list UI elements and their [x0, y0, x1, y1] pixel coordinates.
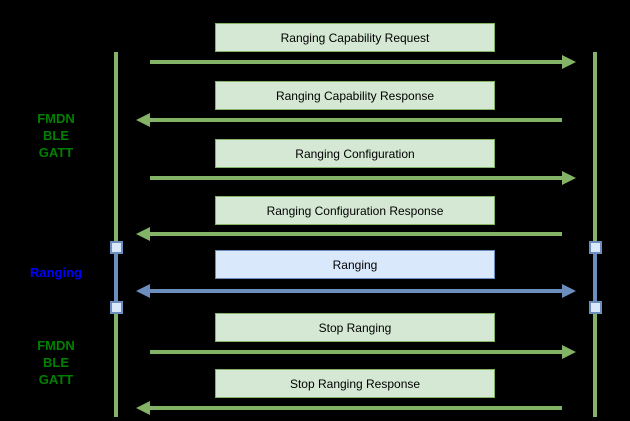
message-box-stop-ranging-response: Stop Ranging Response	[215, 369, 495, 398]
session-endpoint-marker	[589, 301, 602, 314]
phase-label-ranging: Ranging	[30, 265, 82, 280]
session-endpoint-marker	[110, 301, 123, 314]
session-endpoint-marker	[110, 241, 123, 254]
ranging-session-segment-left	[114, 247, 118, 307]
message-box-ranging-configuration: Ranging Configuration	[215, 139, 495, 168]
phase-label-fmdn-ble-gatt-top: FMDN BLE GATT	[37, 111, 75, 160]
message-box-stop-ranging: Stop Ranging	[215, 313, 495, 342]
lifeline-right	[593, 52, 597, 417]
arrow-right-icon	[150, 55, 576, 69]
ranging-session-segment-right	[593, 247, 597, 307]
arrow-left-icon	[136, 401, 562, 415]
arrow-left-icon	[136, 227, 562, 241]
arrow-right-icon	[150, 171, 576, 185]
arrow-left-icon	[136, 113, 562, 127]
arrow-bidirectional-icon	[136, 284, 576, 298]
message-box-ranging-configuration-response: Ranging Configuration Response	[215, 196, 495, 225]
session-endpoint-marker	[589, 241, 602, 254]
message-box-ranging: Ranging	[215, 250, 495, 279]
phase-label-fmdn-ble-gatt-bottom: FMDN BLE GATT	[37, 338, 75, 387]
lifeline-left	[114, 52, 118, 417]
arrow-right-icon	[150, 345, 576, 359]
message-box-ranging-capability-request: Ranging Capability Request	[215, 23, 495, 52]
message-box-ranging-capability-response: Ranging Capability Response	[215, 81, 495, 110]
